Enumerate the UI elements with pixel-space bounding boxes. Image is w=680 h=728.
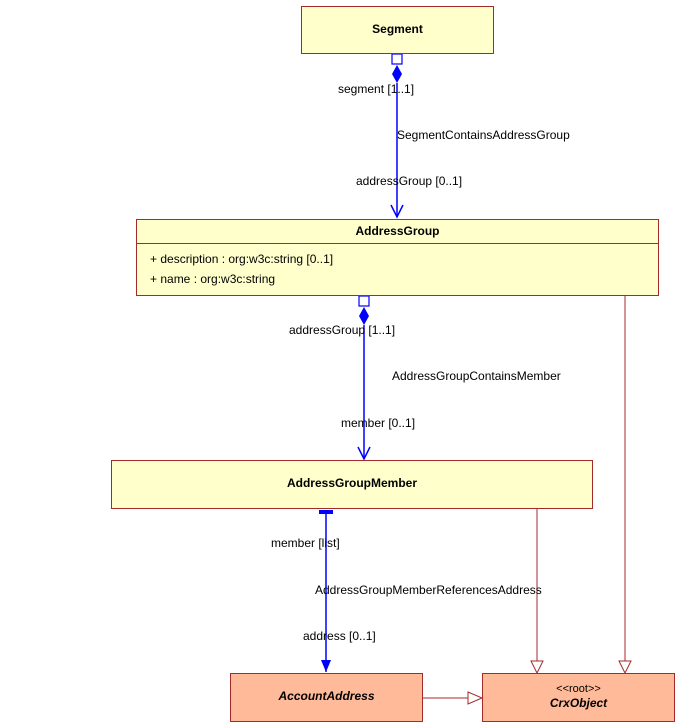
class-address-group-member[interactable]: AddressGroupMember <box>111 460 593 509</box>
association-name-label: AddressGroupContainsMember <box>392 369 561 383</box>
generalization-accountaddress-crxobject[interactable] <box>423 691 484 705</box>
class-name: AccountAddress <box>278 689 375 703</box>
role-label-address: address [0..1] <box>303 629 376 643</box>
composition-diamond-marker <box>392 65 402 83</box>
association-member-accountaddress[interactable] <box>319 510 333 672</box>
navigable-arrowhead <box>390 204 404 219</box>
association-addressgroup-member[interactable] <box>357 295 371 461</box>
class-segment[interactable]: Segment <box>301 6 494 54</box>
attribute-name: + name : org:w3c:string <box>150 272 276 286</box>
source-end-marker <box>319 510 333 514</box>
attribute-description: + description : org:w3c:string [0..1] <box>150 252 334 266</box>
association-segment-addressgroup[interactable] <box>390 53 404 219</box>
class-stereotype: <<root>> <box>556 683 601 695</box>
composition-diamond-marker <box>359 307 369 325</box>
association-name-label: AddressGroupMemberReferencesAddress <box>315 583 542 597</box>
navigable-arrowhead <box>357 446 371 461</box>
generalization-triangle <box>467 691 484 705</box>
class-crx-object[interactable]: <<root>> CrxObject <box>482 673 675 722</box>
composition-square-marker <box>391 53 403 65</box>
role-label-member: member [list] <box>271 536 340 550</box>
role-label-address-group: addressGroup [1..1] <box>289 323 396 337</box>
class-address-group[interactable]: AddressGroup + description : org:w3c:str… <box>136 219 659 296</box>
role-label-address-group: addressGroup [0..1] <box>356 174 463 188</box>
generalization-triangle <box>530 660 544 675</box>
class-account-address[interactable]: AccountAddress <box>230 673 423 722</box>
role-label-segment: segment [1..1] <box>338 82 415 96</box>
class-name: AddressGroupMember <box>286 476 418 490</box>
association-name-label: SegmentContainsAddressGroup <box>397 128 570 142</box>
class-name: CrxObject <box>549 696 608 710</box>
class-name: AddressGroup <box>355 224 440 238</box>
generalization-member-crxobject[interactable] <box>530 508 544 675</box>
class-name: Segment <box>372 22 423 36</box>
generalization-addressgroup-crxobject[interactable] <box>618 295 632 675</box>
composition-square-marker <box>358 295 370 307</box>
navigable-arrowhead <box>321 660 331 672</box>
compartment-divider <box>137 243 658 244</box>
generalization-triangle <box>618 660 632 675</box>
role-label-member: member [0..1] <box>341 416 416 430</box>
